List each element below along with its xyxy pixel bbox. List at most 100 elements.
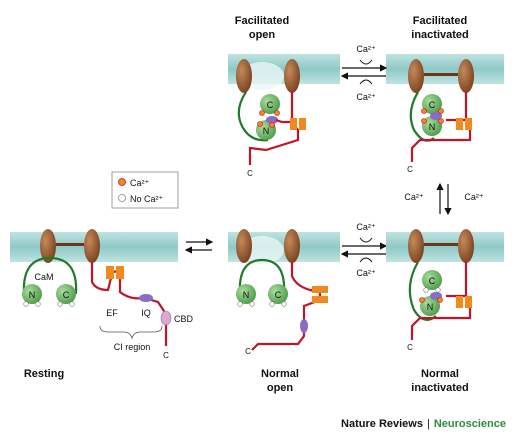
ef-hand: [312, 286, 328, 293]
vertical-right-ca-label: Ca²⁺: [464, 192, 484, 202]
ca-influx-curve: [359, 59, 373, 65]
empty-site: [237, 301, 243, 307]
ca-bound-icon: [118, 178, 126, 186]
panel-normal-open: N C C Normal open: [228, 229, 340, 394]
green-linker: [408, 261, 437, 321]
cam-c-lobe: [422, 94, 442, 114]
ca-ion: [274, 110, 280, 116]
panel-normal-inactivated: C N C Normal inactivated: [386, 229, 504, 394]
channel-subunit: [458, 59, 474, 93]
channel-subunit: [284, 229, 300, 263]
cam-c-label: C: [429, 100, 436, 110]
cam-c-lobe: [260, 94, 280, 114]
transition-middle: Ca²⁺ Ca²⁺: [340, 222, 388, 278]
cam-c-lobe: [268, 284, 288, 304]
ca-efflux-curve: [359, 257, 373, 263]
channel-subunit: [408, 59, 424, 93]
ef-hand: [290, 118, 297, 130]
iq-domain: [430, 112, 442, 120]
ef-hand: [312, 296, 328, 303]
panel-resting: CaM N C EF IQ CBD CI region C Resting: [10, 229, 194, 380]
ca-ion: [419, 297, 425, 303]
journal-name: Nature Reviews: [341, 418, 423, 430]
ca-efflux-curve: [359, 79, 373, 85]
ca-ion: [257, 121, 263, 127]
cam-c-lobe: [56, 284, 76, 304]
resting-title: Resting: [24, 368, 64, 380]
legend-no-ca-label: No Ca²⁺: [130, 194, 164, 204]
facilitated-open-title-line1: Facilitated: [235, 15, 289, 27]
cam-n-label: N: [243, 290, 250, 300]
empty-site: [281, 301, 287, 307]
cam-n-label: N: [429, 122, 436, 132]
empty-site: [35, 301, 41, 307]
channel-subunit: [40, 229, 56, 263]
normal-inactivated-title-line2: inactivated: [411, 382, 468, 394]
empty-site: [435, 287, 441, 293]
cam-n-label: N: [263, 126, 270, 136]
red-linker: [251, 262, 322, 351]
ca-ion: [269, 122, 275, 128]
channel-subunit: [284, 59, 300, 93]
c-terminus-label: C: [245, 347, 251, 356]
green-linker: [238, 258, 286, 295]
empty-site: [57, 301, 63, 307]
channel-subunit: [236, 59, 252, 93]
empty-site: [269, 301, 275, 307]
green-linker: [22, 256, 78, 295]
ef-hand: [465, 118, 472, 130]
transition-resting-normal: [184, 238, 214, 254]
normal-inactivated-title-line1: Normal: [421, 368, 459, 380]
c-terminus-label: C: [163, 351, 169, 360]
empty-site: [69, 301, 75, 307]
channel-subunit: [458, 229, 474, 263]
legend-ca-label: Ca²⁺: [130, 178, 150, 188]
cbd-domain: [160, 310, 172, 326]
cam-n-label: N: [29, 290, 36, 300]
ca-influx-curve: [359, 237, 373, 243]
cam-n-label: N: [427, 302, 434, 312]
ef-hand: [106, 266, 114, 279]
normal-open-title-line1: Normal: [261, 368, 299, 380]
cbd-label: CBD: [174, 314, 194, 324]
c-terminus-label: C: [407, 343, 413, 352]
membrane: [386, 232, 504, 262]
membrane: [386, 54, 504, 84]
facilitated-open-title-line2: open: [249, 29, 276, 41]
ef-hand: [465, 296, 472, 308]
cam-c-label: C: [429, 276, 436, 286]
ca-ion: [259, 110, 265, 116]
ef-hand: [299, 118, 306, 130]
ca-ion: [421, 108, 427, 114]
iq-domain: [139, 294, 153, 302]
empty-site: [249, 301, 255, 307]
ci-region-label: CI region: [114, 342, 151, 352]
iq-label: IQ: [141, 308, 151, 318]
top-upper-ca-label: Ca²⁺: [356, 44, 376, 54]
transition-top: Ca²⁺ Ca²⁺: [340, 44, 388, 102]
panel-facilitated-inactivated: Facilitated inactivated C N C: [386, 15, 504, 174]
closed-gate: [56, 243, 84, 246]
ef-hand: [456, 296, 463, 308]
mid-upper-ca-label: Ca²⁺: [356, 222, 376, 232]
normal-open-title-line2: open: [267, 382, 294, 394]
channel-subunit: [84, 229, 100, 263]
iq-domain: [266, 116, 278, 124]
c-terminus-label: C: [407, 165, 413, 174]
closed-gate: [424, 73, 458, 76]
credit-separator: |: [426, 418, 430, 430]
panel-facilitated-open: Facilitated open C N C: [228, 15, 340, 178]
ef-hand: [116, 266, 124, 279]
mid-lower-ca-label: Ca²⁺: [356, 268, 376, 278]
cam-n-lobe: [22, 284, 42, 304]
ca-ion: [421, 118, 427, 124]
ca-ion: [438, 108, 444, 114]
legend: Ca²⁺ No Ca²⁺: [111, 171, 179, 209]
transition-vertical: Ca²⁺ Ca²⁺: [404, 182, 484, 216]
top-lower-ca-label: Ca²⁺: [356, 92, 376, 102]
green-linker: [237, 91, 269, 142]
closed-gate: [424, 243, 458, 246]
cam-c-label: C: [63, 290, 70, 300]
cam-label: CaM: [34, 272, 53, 282]
